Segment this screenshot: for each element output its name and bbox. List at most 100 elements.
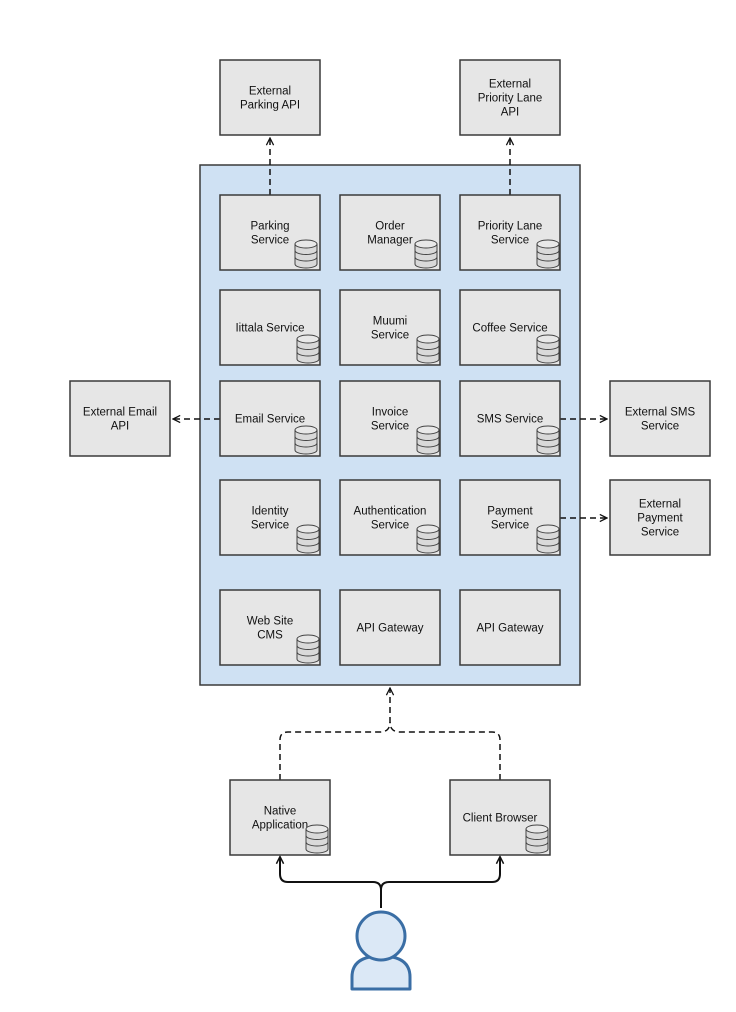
database-icon bbox=[416, 425, 440, 455]
label-line: Muumi bbox=[373, 316, 408, 328]
email-service[interactable]: Email Service bbox=[219, 380, 321, 457]
label-line: API bbox=[501, 107, 520, 119]
label-line: Coffee Service bbox=[472, 323, 547, 335]
label-line: Priority Lane bbox=[478, 221, 543, 233]
label-line: External SMS bbox=[625, 407, 696, 419]
label-line: Order bbox=[375, 221, 405, 233]
label-line: Iittala Service bbox=[235, 323, 304, 335]
api-gateway-2-label: API Gateway bbox=[476, 623, 543, 635]
connector-clients-to-container bbox=[279, 688, 390, 780]
coffee-service-label: Coffee Service bbox=[472, 323, 547, 335]
label-line: Parking bbox=[251, 221, 290, 233]
label-line: SMS Service bbox=[477, 414, 543, 426]
client-browser[interactable]: Client Browser bbox=[449, 779, 551, 856]
label-line: Payment bbox=[487, 506, 533, 518]
sms-service-label: SMS Service bbox=[477, 414, 543, 426]
connector-browser-to-container bbox=[389, 721, 501, 780]
database-icon bbox=[416, 334, 440, 364]
label-line: Service bbox=[491, 520, 529, 532]
label-line: Parking API bbox=[240, 100, 300, 112]
email-service-label: Email Service bbox=[235, 414, 305, 426]
api-gateway-2[interactable]: API Gateway bbox=[459, 589, 561, 666]
sms-service[interactable]: SMS Service bbox=[459, 380, 561, 457]
label-line: Service bbox=[491, 235, 529, 247]
label-line: External bbox=[639, 499, 681, 511]
database-icon bbox=[525, 824, 549, 854]
coffee-service[interactable]: Coffee Service bbox=[459, 289, 561, 366]
label-line: Service bbox=[371, 520, 409, 532]
label-line: Payment bbox=[637, 513, 683, 525]
api-gateway-1-label: API Gateway bbox=[356, 623, 423, 635]
database-icon bbox=[536, 425, 560, 455]
label-line: Native bbox=[264, 806, 297, 818]
label-line: API bbox=[111, 421, 130, 433]
label-line: Client Browser bbox=[463, 813, 538, 825]
label-line: API Gateway bbox=[476, 623, 543, 635]
label-line: Application bbox=[252, 820, 308, 832]
external-sms-service[interactable]: External SMS Service bbox=[609, 380, 711, 457]
label-line: Manager bbox=[367, 235, 413, 247]
database-icon bbox=[416, 524, 440, 554]
label-line: Email Service bbox=[235, 414, 305, 426]
label-line: CMS bbox=[257, 630, 283, 642]
label-line: API Gateway bbox=[356, 623, 423, 635]
database-icon bbox=[296, 524, 320, 554]
label-line: Service bbox=[641, 527, 679, 539]
label-line: Identity bbox=[251, 506, 288, 518]
label-line: Service bbox=[641, 421, 679, 433]
database-icon bbox=[296, 334, 320, 364]
api-gateway-1[interactable]: API Gateway bbox=[339, 589, 441, 666]
label-line: Authentication bbox=[354, 506, 427, 518]
label-line: Priority Lane bbox=[478, 93, 543, 105]
connector-user-to-native bbox=[280, 857, 382, 908]
label-line: Service bbox=[251, 520, 289, 532]
label-line: Service bbox=[371, 330, 409, 342]
external-sms-service-label: External SMS Service bbox=[625, 407, 696, 433]
label-line: External Email bbox=[83, 407, 157, 419]
label-line: Web Site bbox=[247, 616, 293, 628]
label-line: Service bbox=[251, 235, 289, 247]
database-icon bbox=[294, 425, 318, 455]
database-icon bbox=[536, 239, 560, 269]
database-icon bbox=[536, 334, 560, 364]
database-icon bbox=[414, 239, 438, 269]
database-icon bbox=[296, 634, 320, 664]
iittala-service-label: Iittala Service bbox=[235, 323, 304, 335]
user-icon bbox=[350, 910, 412, 991]
label-line: Service bbox=[371, 421, 409, 433]
label-line: External bbox=[249, 86, 291, 98]
iittala-service[interactable]: Iittala Service bbox=[219, 289, 321, 366]
database-icon bbox=[305, 824, 329, 854]
connector-user-to-browser bbox=[380, 857, 500, 891]
client-browser-label: Client Browser bbox=[463, 813, 538, 825]
